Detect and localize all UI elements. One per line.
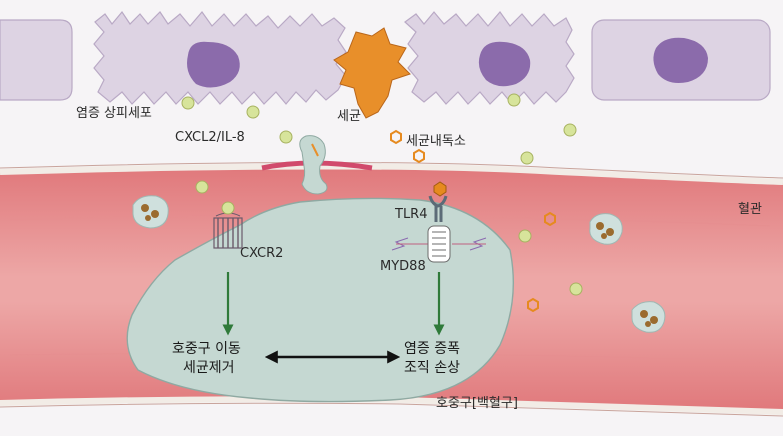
label-vessel: 혈관 <box>738 202 762 217</box>
main-neutrophil <box>126 197 514 403</box>
resting-neutrophil-3 <box>631 301 666 333</box>
vessel-wall-bottom-line <box>0 402 783 417</box>
epithelial-layer <box>0 10 771 105</box>
resting-neutrophil-1 <box>132 195 169 229</box>
transmigrating-neutrophil <box>299 135 328 195</box>
label-right-action-2: 조직 손상 <box>404 360 460 376</box>
bacterium-fragment <box>311 143 319 157</box>
epithelial-cell-left-edge <box>0 19 73 101</box>
label-tlr4: TLR4 <box>394 207 428 222</box>
label-left-action-1: 호중구 이동 <box>172 341 241 357</box>
label-cxcl2: CXCL2/IL-8 <box>175 130 245 145</box>
myd88-complex <box>391 225 487 263</box>
nucleus-1 <box>187 41 240 88</box>
label-myd88: MYD88 <box>380 259 426 274</box>
label-neutrophil: 호중구[백혈구] <box>436 396 518 411</box>
label-left-action-2: 세균제거 <box>183 360 235 376</box>
chemokine-particles <box>181 93 583 296</box>
label-right-action-1: 염증 증폭 <box>404 341 460 357</box>
bacterium <box>333 27 411 119</box>
label-cxcr2: CXCR2 <box>240 246 283 261</box>
resting-neutrophil-2 <box>589 213 623 245</box>
label-endotoxin: 세균내독소 <box>406 134 466 149</box>
endotoxin-particles <box>390 129 556 313</box>
cxcr2-receptor <box>213 201 243 249</box>
nucleus-3 <box>653 37 708 83</box>
vessel-wall-top-line <box>0 161 783 179</box>
nucleus-2 <box>478 41 531 87</box>
vessel-wall-top <box>0 163 783 185</box>
tlr4-receptor <box>428 181 448 222</box>
label-epithelial-cell: 염증 상피세포 <box>76 106 152 121</box>
label-bacterium: 세균 <box>337 109 361 124</box>
